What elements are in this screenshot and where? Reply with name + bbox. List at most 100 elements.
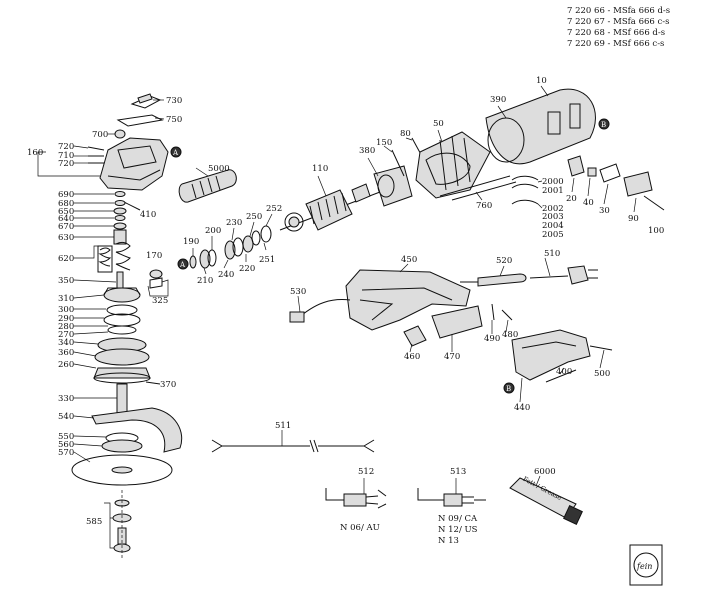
model-line: 7 220 67 - MSfa 666 c-s: [567, 17, 670, 27]
part-label: 251: [259, 255, 275, 265]
part-label: 470: [444, 352, 460, 362]
leader-lines-handle: [297, 257, 605, 403]
reference-markers: [170, 118, 610, 394]
part-label: 100: [648, 226, 664, 236]
part-label: 570: [58, 448, 74, 458]
part-label: 250: [246, 212, 262, 222]
marker-label: A: [172, 149, 179, 157]
part-label: 630: [58, 233, 74, 243]
part-label: 560: [58, 440, 74, 450]
part-label: 520: [496, 256, 512, 266]
part-label: 710: [58, 151, 74, 161]
model-line: 7 220 69 - MSf 666 c-s: [567, 39, 665, 49]
part-label: 670: [58, 222, 74, 232]
part-label: 252: [266, 204, 282, 214]
marker-label: B: [601, 121, 606, 129]
part-label: 2001: [542, 186, 564, 196]
part-label: 40: [583, 198, 594, 208]
part-label: 300: [58, 305, 74, 315]
part-label: 450: [401, 255, 417, 265]
part-label: 370: [160, 380, 176, 390]
part-label: 700: [92, 130, 108, 140]
part-label: 650: [58, 207, 74, 217]
part-label: 2000: [542, 177, 564, 187]
part-label: 730: [166, 96, 182, 106]
part-label: 440: [514, 403, 530, 413]
part-label: 2002: [542, 204, 564, 214]
part-label: 170: [146, 251, 162, 261]
part-label: 110: [312, 164, 328, 174]
leader-lines-left: [37, 99, 209, 549]
part-label: 90: [628, 214, 639, 224]
part-label: 510: [544, 249, 560, 259]
part-label: 690: [58, 190, 74, 200]
part-label: 360: [58, 348, 74, 358]
part-label: 240: [218, 270, 234, 280]
plug-label-us: N 12/ US: [438, 525, 478, 535]
part-label: 390: [490, 95, 506, 105]
marker-label: B: [506, 385, 511, 393]
part-label: 640: [58, 214, 74, 224]
part-label: 6000: [534, 467, 556, 477]
part-label: 325: [152, 296, 168, 306]
part-label: 50: [433, 119, 444, 129]
part-label: 490: [484, 334, 500, 344]
part-label: 2003: [542, 212, 564, 222]
leader-lines-top: [192, 85, 637, 275]
part-label: 410: [140, 210, 156, 220]
model-line: 7 220 66 - MSfa 666 d-s: [567, 6, 671, 16]
part-label: 270: [58, 330, 74, 340]
model-list: 7 220 66 - MSfa 666 d-s 7 220 67 - MSfa …: [567, 6, 670, 50]
part-label: 5000: [208, 164, 230, 174]
part-label: 290: [58, 314, 74, 324]
part-label: 230: [226, 218, 242, 228]
part-label: 620: [58, 254, 74, 264]
part-label: 220: [239, 264, 255, 274]
part-label: 500: [594, 369, 610, 379]
part-label: 760: [476, 201, 492, 211]
armature-assembly: [189, 88, 665, 269]
part-label: 2004: [542, 221, 564, 231]
part-label: 160: [27, 148, 43, 158]
part-label: 540: [58, 412, 74, 422]
part-label: 2005: [542, 230, 564, 240]
fein-logo: [629, 544, 663, 586]
part-label: 80: [400, 129, 411, 139]
model-line: 7 220 68 - MSf 666 d-s: [567, 28, 666, 38]
part-label: 513: [450, 467, 466, 477]
handle-assembly: [289, 265, 613, 383]
part-label: 210: [197, 276, 213, 286]
part-label: 340: [58, 338, 74, 348]
part-label: 750: [166, 115, 182, 125]
part-label: 530: [290, 287, 306, 297]
part-label: 720: [58, 159, 74, 169]
plug-label-au: N 06/ AU: [340, 523, 380, 533]
part-label: 150: [376, 138, 392, 148]
part-label: 585: [86, 517, 102, 527]
part-label: 480: [502, 330, 518, 340]
part-label: 200: [205, 226, 221, 236]
part-label: 280: [58, 322, 74, 332]
part-label: 380: [359, 146, 375, 156]
part-label: 190: [183, 237, 199, 247]
part-label: 10: [536, 76, 547, 86]
gear-head-assembly: [71, 93, 237, 560]
part-label: 260: [58, 360, 74, 370]
part-label: 400: [556, 367, 572, 377]
part-label: 680: [58, 199, 74, 209]
accessories: [211, 430, 583, 525]
part-label: 330: [58, 394, 74, 404]
part-label: 20: [566, 194, 577, 204]
logo-text: fein: [636, 562, 652, 571]
part-label: 511: [275, 421, 291, 431]
plug-label-ca: N 09/ CA: [438, 514, 478, 524]
part-label: 30: [599, 206, 610, 216]
part-label: 310: [58, 294, 74, 304]
part-label: 512: [358, 467, 374, 477]
part-label: 550: [58, 432, 74, 442]
part-label: 350: [58, 276, 74, 286]
plug-label-n13: N 13: [438, 536, 459, 546]
part-label: 460: [404, 352, 420, 362]
part-label: 720: [58, 142, 74, 152]
